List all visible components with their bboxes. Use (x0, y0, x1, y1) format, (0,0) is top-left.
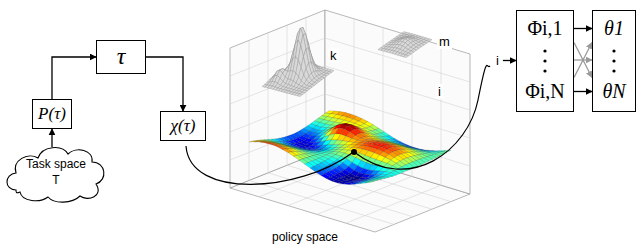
index-arrow (503, 60, 516, 61)
node-text: Φi,N (525, 80, 565, 103)
surface-label: k (328, 48, 339, 63)
grid-line (441, 45, 442, 185)
process-box: τ (96, 40, 146, 74)
parameter-box: θ1 θN (592, 10, 636, 112)
grid-line (249, 40, 250, 180)
ellipsis-dot (543, 49, 546, 52)
cloud-shape (7, 148, 104, 203)
grid-line (268, 33, 269, 173)
grey-arrow (574, 43, 592, 78)
leader-curve (186, 146, 352, 184)
node-text: Φi,1 (527, 17, 562, 40)
grid-line (325, 122, 470, 166)
process-box: P(τ) (32, 99, 72, 129)
grid-line (259, 159, 354, 197)
surface-patch (366, 181, 375, 183)
grid-line (346, 185, 441, 223)
plot-wall (230, 10, 325, 188)
ellipsis-dot (612, 49, 615, 52)
connector (574, 28, 592, 29)
policy-point (351, 149, 357, 155)
policy-surface (297, 94, 302, 97)
connector (146, 57, 183, 111)
surface-patch (271, 144, 280, 146)
feature-box: Φi,1Φi,N (516, 10, 574, 112)
grid-line (325, 66, 470, 110)
surface-label: i (436, 84, 443, 99)
policy-surface (403, 55, 408, 58)
task-cloud: Task space T (2, 140, 110, 204)
surface-label: m (437, 34, 452, 49)
connector (574, 91, 592, 92)
grid-line (230, 122, 325, 160)
grid-line (306, 158, 451, 202)
cloud-text: Task space T (24, 156, 88, 188)
index-label: i (494, 53, 501, 68)
process-box: χ(τ) (160, 111, 206, 141)
grid-line (287, 165, 432, 209)
node-text: θN (602, 80, 625, 103)
ellipsis-dot (612, 69, 615, 72)
grey-arrow (574, 43, 592, 78)
node-text: θ1 (604, 17, 624, 40)
node-text: τ (117, 43, 126, 71)
connector (52, 57, 96, 99)
node-text: P(τ) (38, 104, 66, 124)
ellipsis-dot (543, 59, 546, 62)
cloud-outline (2, 140, 110, 204)
axis-caption: policy space (272, 230, 338, 244)
connector (51, 129, 52, 147)
plot-wall (325, 10, 470, 194)
leader-curve (354, 65, 490, 169)
node-text: χ(τ) (171, 116, 196, 136)
grid-line (230, 38, 325, 76)
grid-line (288, 168, 383, 206)
grid-line (249, 180, 394, 224)
ellipsis-dot (612, 59, 615, 62)
grid-line (317, 176, 412, 214)
ellipsis-dot (543, 69, 546, 72)
ellipsis-dots (611, 47, 617, 75)
ellipsis-dots (542, 47, 548, 75)
grid-line (230, 94, 325, 132)
grid-line (325, 94, 470, 138)
